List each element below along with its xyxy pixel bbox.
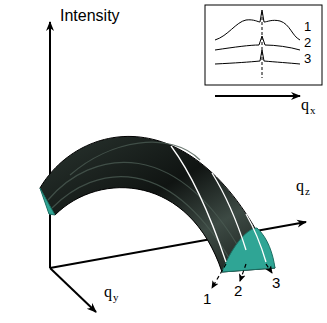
inset-frame: [205, 5, 322, 85]
axis-subscript: y: [113, 292, 119, 303]
end-face: [222, 228, 275, 272]
callout-number: 1: [203, 291, 211, 306]
curve-number: 1: [304, 20, 311, 33]
axis-subscript: x: [310, 105, 316, 116]
axis-subscript: z: [305, 186, 310, 197]
axis-symbol: q: [296, 178, 304, 194]
qx-axis: [215, 95, 300, 97]
axis-symbol: q: [104, 284, 112, 300]
axis-symbol: q: [301, 97, 309, 113]
callout-number: 2: [234, 283, 242, 298]
inset-profiles: [215, 10, 300, 64]
intensity-surface: [40, 136, 275, 272]
surface-texture: [48, 142, 250, 270]
curve-number: 3: [304, 52, 311, 65]
intensity-axis: [49, 22, 51, 268]
axis-title: Intensity: [60, 8, 120, 24]
inset-center-line: [262, 12, 263, 78]
cut-lines: [171, 146, 266, 262]
qy-axis: [50, 268, 96, 312]
end-face: [40, 188, 55, 215]
callout-number: 3: [272, 275, 280, 290]
curve-number: 2: [304, 36, 311, 49]
